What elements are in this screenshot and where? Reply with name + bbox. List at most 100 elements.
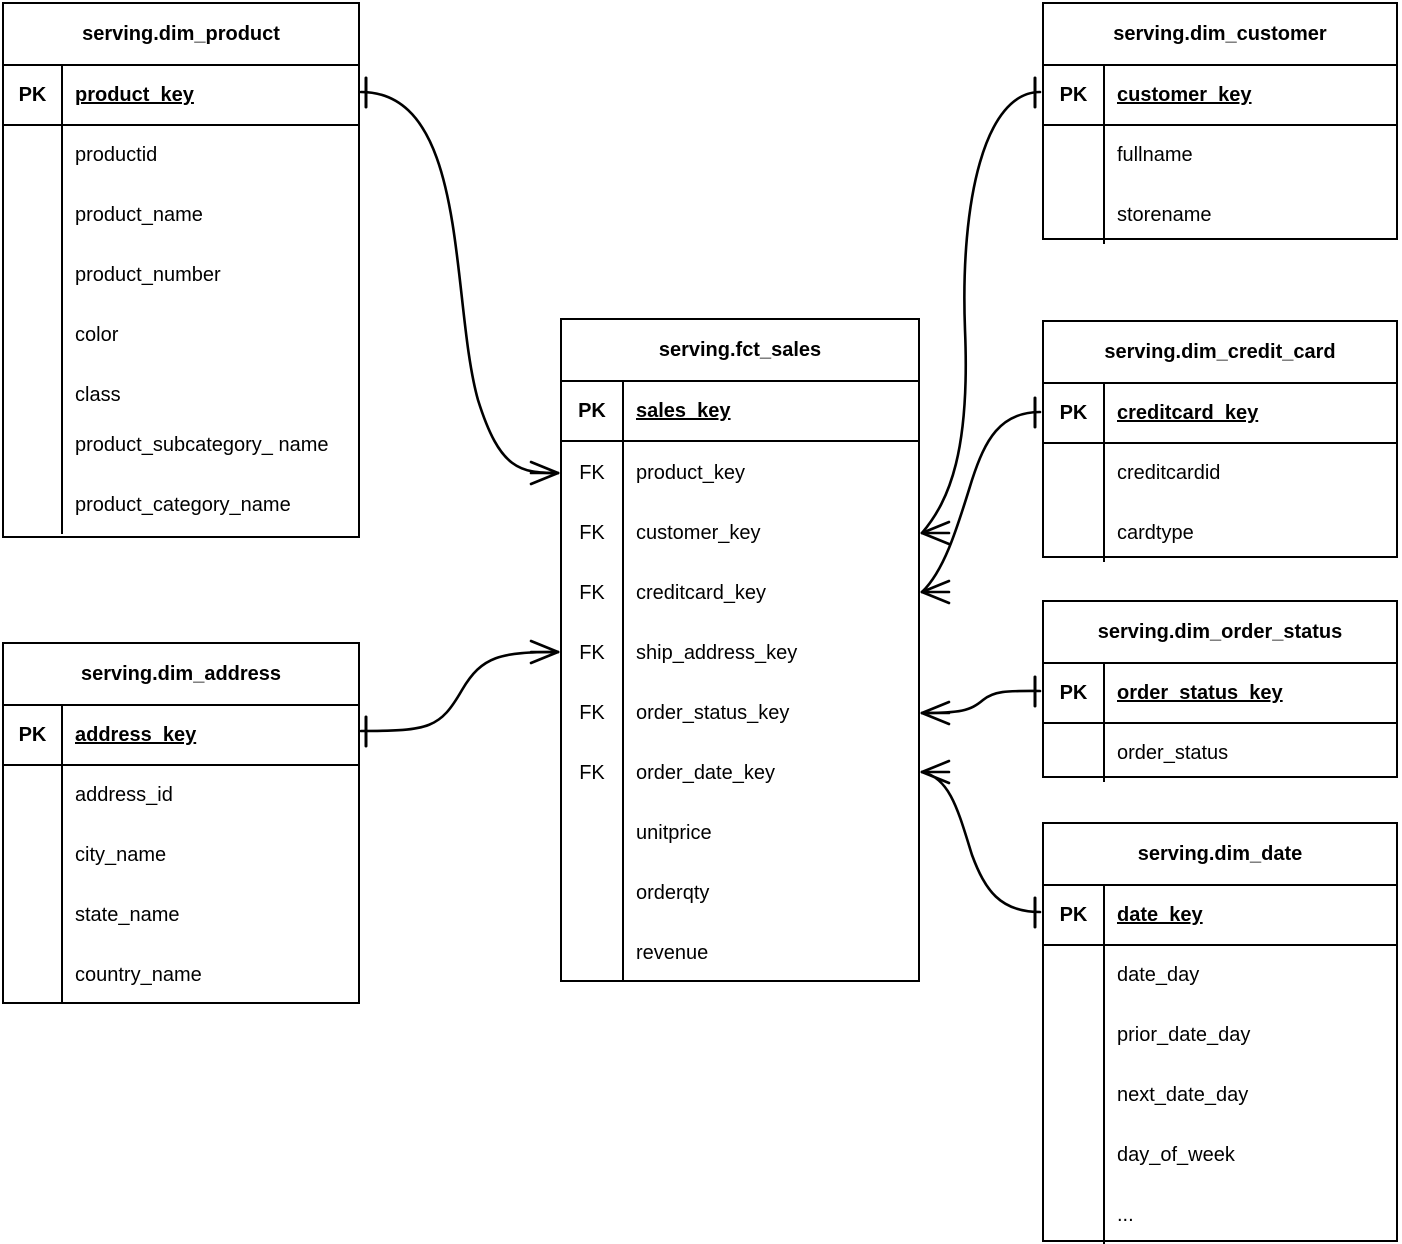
attribute-row: state_name: [75, 904, 180, 926]
entity-title-fct-sales: serving.fct_sales: [562, 320, 918, 382]
attribute-row: country_name: [75, 964, 202, 986]
attribute-body-dim-address: address_id city_name state_name country_…: [4, 766, 358, 1004]
attribute-row: day_of_week: [1117, 1144, 1235, 1166]
attribute-row: ...: [1117, 1204, 1134, 1226]
attribute-row: order_status: [1117, 742, 1229, 764]
edge-customer-to-sales: [920, 76, 1042, 546]
column-row: revenue: [636, 942, 709, 964]
attribute-row: productid: [75, 144, 158, 166]
name-column: date_day prior_date_day next_date_day da…: [1105, 946, 1396, 1244]
name-column: fullname storename: [1105, 126, 1396, 244]
attribute-row: address_id: [75, 784, 173, 806]
entity-title-dim-date: serving.dim_date: [1044, 824, 1396, 886]
fk-tag: FK: [579, 762, 605, 784]
entity-dim-product[interactable]: serving.dim_product PK product_key produ…: [2, 2, 360, 538]
name-column: order_status: [1105, 724, 1396, 782]
key-column: PK: [1044, 664, 1105, 722]
entity-title-dim-order-status: serving.dim_order_status: [1044, 602, 1396, 664]
pk-row-dim-product: PK product_key: [4, 66, 358, 126]
entity-dim-customer[interactable]: serving.dim_customer PK customer_key ful…: [1042, 2, 1398, 244]
name-column: order_status_key: [1105, 664, 1396, 722]
pk-tag: PK: [1059, 904, 1088, 926]
attribute-row: product_number: [75, 264, 221, 286]
fk-tag: FK: [579, 522, 605, 544]
pk-row-dim-customer: PK customer_key: [1044, 66, 1396, 126]
column-row: ship_address_key: [636, 642, 798, 664]
attribute-row: product_name: [75, 204, 203, 226]
entity-dim-date[interactable]: serving.dim_date PK date_key date_day pr…: [1042, 822, 1398, 1244]
key-column: PK: [1044, 384, 1105, 442]
edge-product-to-sales: [359, 76, 560, 486]
attribute-row: creditcardid: [1117, 462, 1221, 484]
name-column: creditcardid cardtype: [1105, 444, 1396, 562]
attribute-row: storename: [1117, 204, 1212, 226]
key-column: PK: [1044, 66, 1105, 124]
entity-dim-order-status[interactable]: serving.dim_order_status PK order_status…: [1042, 600, 1398, 782]
attribute-row: class: [75, 384, 121, 406]
attribute-body-dim-order-status: order_status: [1044, 724, 1396, 782]
pk-field-customer-key: customer_key: [1117, 84, 1252, 106]
pk-tag: PK: [578, 400, 606, 422]
attribute-row: next_date_day: [1117, 1084, 1249, 1106]
attribute-body-dim-date: date_day prior_date_day next_date_day da…: [1044, 946, 1396, 1244]
key-column: [1044, 126, 1105, 244]
fk-tag: FK: [579, 702, 605, 724]
column-row: order_status_key: [636, 702, 790, 724]
pk-row-dim-order-status: PK order_status_key: [1044, 664, 1396, 724]
column-row: customer_key: [636, 522, 761, 544]
column-row: unitprice: [636, 822, 712, 844]
name-column: product_key: [63, 66, 358, 124]
fk-tag: FK: [579, 462, 605, 484]
entity-title-dim-credit-card: serving.dim_credit_card: [1044, 322, 1396, 384]
pk-tag: PK: [1059, 402, 1088, 424]
edge-address-to-sales: [359, 639, 560, 748]
pk-field-date-key: date_key: [1117, 904, 1203, 926]
edge-orderstatus-to-sales: [920, 675, 1042, 726]
name-column: address_key: [63, 706, 358, 764]
column-row: orderqty: [636, 882, 710, 904]
attribute-body-dim-product: productid product_name product_number co…: [4, 126, 358, 534]
name-column: date_key: [1105, 886, 1396, 944]
key-column: PK: [1044, 886, 1105, 944]
attribute-body-fct-sales: FK FK FK FK FK FK product_key customer_k…: [562, 442, 918, 982]
key-column: PK: [562, 382, 624, 440]
entity-title-dim-product: serving.dim_product: [4, 4, 358, 66]
key-column: [1044, 444, 1105, 562]
entity-fct-sales[interactable]: serving.fct_sales PK sales_key FK FK FK …: [560, 318, 920, 982]
attribute-row: fullname: [1117, 144, 1193, 166]
name-column: sales_key: [624, 382, 918, 440]
pk-row-dim-address: PK address_key: [4, 706, 358, 766]
key-column: PK: [4, 706, 63, 764]
attribute-row: prior_date_day: [1117, 1024, 1251, 1046]
key-column: FK FK FK FK FK FK: [562, 442, 624, 982]
pk-field-address-key: address_key: [75, 724, 197, 746]
edge-date-to-sales: [920, 759, 1042, 929]
name-column: creditcard_key: [1105, 384, 1396, 442]
name-column: customer_key: [1105, 66, 1396, 124]
name-column: productid product_name product_number co…: [63, 126, 358, 534]
entity-title-dim-customer: serving.dim_customer: [1044, 4, 1396, 66]
pk-row-fct-sales: PK sales_key: [562, 382, 918, 442]
key-column: [1044, 724, 1105, 782]
key-column: PK: [4, 66, 63, 124]
edge-creditcard-to-sales: [920, 396, 1042, 605]
attribute-row: cardtype: [1117, 522, 1194, 544]
pk-tag: PK: [1059, 84, 1088, 106]
attribute-body-dim-credit-card: creditcardid cardtype: [1044, 444, 1396, 562]
attribute-body-dim-customer: fullname storename: [1044, 126, 1396, 244]
pk-tag: PK: [18, 724, 47, 746]
attribute-row: product_category_name: [75, 494, 291, 516]
pk-field-product-key: product_key: [75, 84, 194, 106]
attribute-row: city_name: [75, 844, 167, 866]
name-column: product_key customer_key creditcard_key …: [624, 442, 918, 982]
entity-title-dim-address: serving.dim_address: [4, 644, 358, 706]
pk-tag: PK: [1059, 682, 1088, 704]
entity-dim-credit-card[interactable]: serving.dim_credit_card PK creditcard_ke…: [1042, 320, 1398, 562]
column-row: creditcard_key: [636, 582, 767, 604]
pk-field-creditcard-key: creditcard_key: [1117, 402, 1259, 424]
entity-dim-address[interactable]: serving.dim_address PK address_key addre…: [2, 642, 360, 1004]
pk-tag: PK: [18, 84, 47, 106]
attribute-row: date_day: [1117, 964, 1200, 986]
name-column: address_id city_name state_name country_…: [63, 766, 358, 1004]
